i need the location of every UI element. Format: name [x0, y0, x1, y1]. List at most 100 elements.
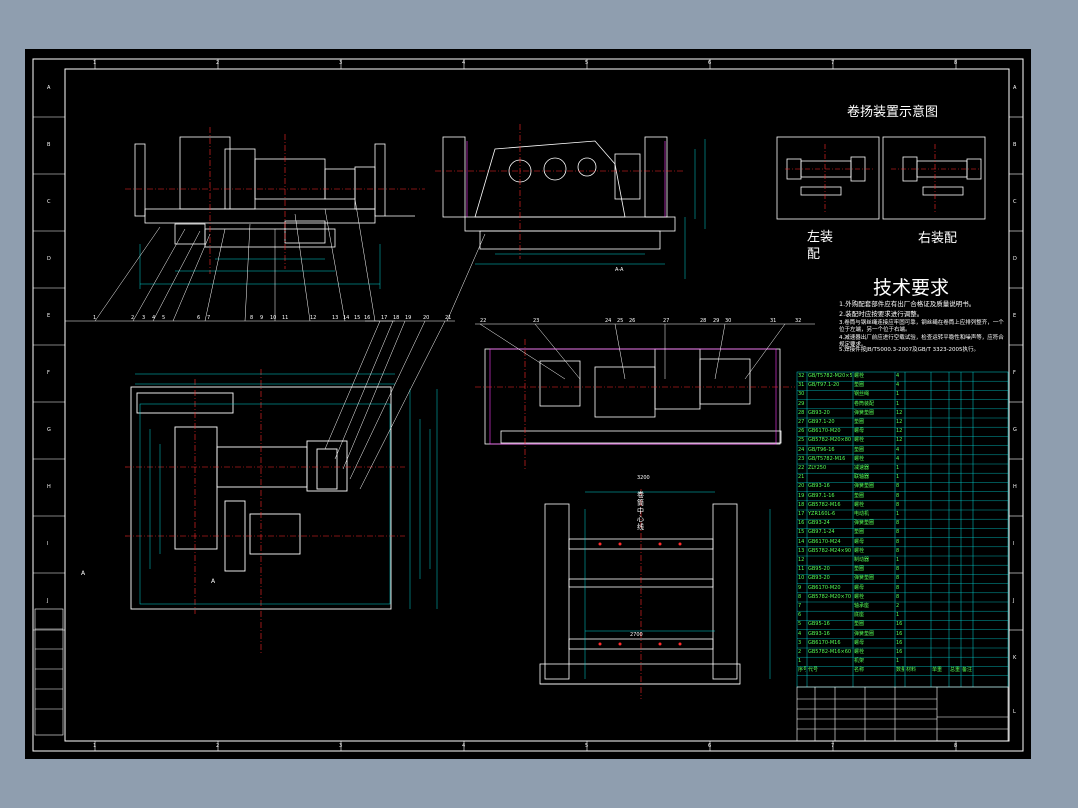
bom-cell: GB5782-M20×80: [808, 437, 852, 444]
section-leaders: [475, 323, 815, 380]
bom-cell: GB6170-M24: [808, 538, 841, 545]
side-leader: [446, 233, 486, 322]
bom-cell: GB93-20: [808, 575, 830, 582]
bom-cell: 机架: [854, 658, 865, 665]
balloon-13: 13: [332, 315, 339, 321]
zone-row-e: E: [47, 313, 51, 319]
section-magenta: [489, 348, 777, 445]
bom-cell: 16: [896, 630, 903, 637]
zone-row-g: G: [47, 427, 51, 433]
zone-row-j: J: [47, 598, 49, 604]
zone-col-1-bottom: 1: [93, 743, 97, 749]
balloon-26: 26: [629, 318, 636, 324]
schematic-diagrams: [776, 136, 986, 220]
balloon-18: 18: [393, 315, 400, 321]
bom-cell: 6: [798, 612, 802, 619]
zone-row-g-right: G: [1013, 427, 1017, 433]
side-elevation-view: [442, 136, 676, 250]
bom-cell: 1: [896, 400, 900, 407]
bom-cell: 减速器: [854, 465, 870, 471]
bom-header-cell: 备注: [962, 667, 972, 674]
front-centerlines: [125, 127, 425, 274]
bom-cell: 2: [896, 603, 900, 609]
zone-row-i-right: I: [1013, 541, 1015, 547]
bom-header-cell: 序号: [798, 667, 806, 674]
bom-cell: 1: [896, 465, 900, 471]
balloon-29: 29: [713, 318, 720, 324]
balloon-2: 2: [131, 315, 135, 321]
zone-col-6-bottom: 6: [708, 743, 712, 749]
bom-cell: 15: [798, 529, 805, 536]
bom-cell: GB/T96-16: [808, 446, 835, 453]
bom-cell: GB6170-M16: [808, 639, 841, 646]
zone-row-a-right: A: [1013, 85, 1017, 91]
balloon-28: 28: [700, 318, 707, 324]
tech-requirements-title: 技术要求: [873, 277, 950, 299]
side-magenta-lines: [466, 141, 666, 217]
bom-cell: GB5782-M16×60: [808, 649, 852, 655]
bom-header-cell: 名称: [854, 667, 865, 674]
bom-cell: 螺栓: [854, 455, 865, 462]
zone-row-c-right: C: [1013, 199, 1017, 205]
bom-header-cell: 总重: [950, 667, 960, 674]
bom-cell: 卷筒装配: [854, 400, 875, 407]
bom-cell: 8: [896, 584, 900, 591]
bom-cell: 21: [798, 474, 805, 481]
balloon-5: 5: [162, 315, 166, 321]
bom-cell: 13: [798, 547, 805, 554]
bom-cell: 8: [896, 483, 900, 490]
bom-cell: 制动器: [854, 557, 870, 563]
bom-cell: GB97.1-20: [808, 419, 835, 425]
bom-cell: 31: [798, 382, 805, 389]
bom-cell: 17: [798, 511, 805, 517]
balloon-9: 9: [260, 315, 264, 321]
bom-cell: 弹簧垫圈: [854, 630, 875, 637]
balloon-15: 15: [354, 315, 361, 321]
bom-cell: 12: [896, 409, 903, 416]
bom-cell: 3: [798, 639, 802, 646]
bom-cell: 螺母: [854, 428, 865, 435]
bom-cell: 19: [798, 492, 805, 499]
bom-cell: GB97.1-24: [808, 529, 835, 536]
bom-cell: 联轴器: [854, 474, 870, 481]
zone-col-4-bottom: 4: [462, 743, 466, 749]
zone-col-6: 6: [708, 60, 712, 66]
zone-row-k-right: K: [1013, 655, 1017, 661]
zone-row-j-right: J: [1013, 598, 1015, 604]
inner-border: [64, 68, 1010, 742]
zone-row-b-right: B: [1013, 142, 1017, 148]
bom-cell: 电动机: [854, 511, 870, 517]
bom-cell: 弹簧垫圈: [854, 483, 875, 490]
zone-row-d-right: D: [1013, 256, 1017, 262]
bom-cell: 22: [798, 465, 805, 471]
bom-cell: 12: [798, 557, 805, 563]
bom-header-cell: 代号: [808, 667, 819, 674]
zone-col-5-bottom: 5: [585, 743, 589, 749]
bom-cell: 8: [896, 520, 900, 527]
bom-cell: 14: [798, 538, 805, 545]
zone-row-e-right: E: [1013, 313, 1017, 319]
left-assembly-label: 左装配: [807, 230, 834, 262]
zone-col-3: 3: [339, 60, 343, 66]
front-leader-lines: [65, 198, 395, 322]
bom-cell: 16: [798, 520, 805, 527]
bom-cell: 10: [798, 575, 805, 582]
view-mark-2: A: [211, 578, 216, 585]
bom-cell: 18: [798, 501, 805, 508]
balloon-11: 11: [282, 315, 289, 321]
bom-header-cell: 材料: [906, 667, 917, 674]
bom-cell: 8: [896, 547, 900, 554]
balloon-6: 6: [197, 315, 201, 321]
bom-cell: 8: [896, 529, 900, 536]
dim-height: 2700: [630, 632, 643, 638]
bom-header-cell: 数量: [896, 667, 904, 674]
bom-cell: 30: [798, 391, 805, 398]
bom-cell: 8: [896, 501, 900, 508]
balloon-14: 14: [343, 315, 350, 321]
bom-cell: GB/T5782-M16: [808, 455, 846, 462]
balloon-7: 7: [207, 315, 211, 321]
bom-cell: GB95-20: [808, 566, 830, 573]
bom-row-lines: [797, 381, 1008, 676]
balloon-30: 30: [725, 318, 732, 324]
balloon-22: 22: [480, 318, 487, 324]
